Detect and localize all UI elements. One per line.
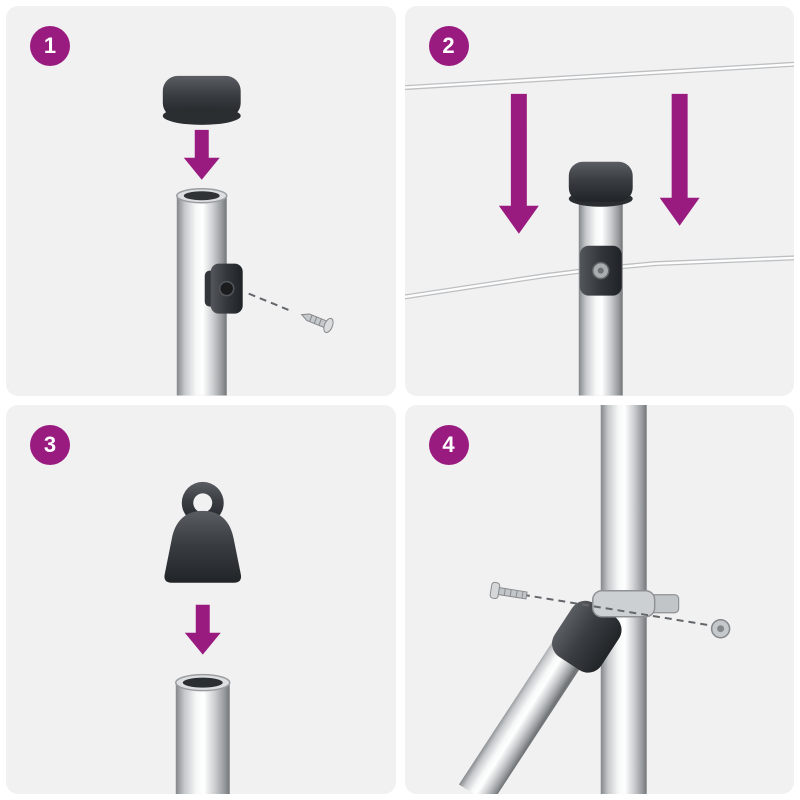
step-1-badge: 1 [30, 26, 70, 66]
step-3-illustration [164, 481, 242, 794]
step-3-badge: 3 [30, 424, 70, 465]
upper-wire [404, 61, 794, 91]
eye-cap-icon [164, 481, 242, 583]
open-tube-icon [175, 673, 231, 794]
capped-pole-icon [568, 161, 633, 396]
step-panel-2: 2 [404, 6, 794, 396]
down-arrow-icon [184, 604, 221, 655]
brace-tube-icon [458, 616, 601, 794]
bolt-icon [489, 581, 528, 599]
step-4-badge: 4 [428, 424, 469, 465]
down-arrow-icon [659, 93, 700, 226]
clamp-icon [204, 263, 243, 314]
step-1-illustration [162, 75, 334, 396]
step-2-illustration [404, 61, 794, 396]
pole-clamp-icon [591, 589, 679, 617]
step-panel-1: 1 [6, 6, 396, 396]
step-panel-3: 3 [6, 404, 396, 794]
step-4-illustration [458, 404, 730, 794]
nut-icon [710, 618, 730, 638]
screw-icon [300, 313, 334, 334]
wire-clamp-icon [579, 245, 622, 296]
end-cap-icon [162, 75, 241, 125]
connector-sleeve-icon [551, 600, 622, 673]
step-panel-4: 4 [404, 404, 794, 794]
down-arrow-icon [183, 129, 220, 180]
alignment-dashed-line [248, 292, 294, 313]
step-2-badge: 2 [428, 26, 469, 66]
down-arrow-icon [498, 93, 539, 234]
alignment-dashed-line [522, 593, 713, 627]
